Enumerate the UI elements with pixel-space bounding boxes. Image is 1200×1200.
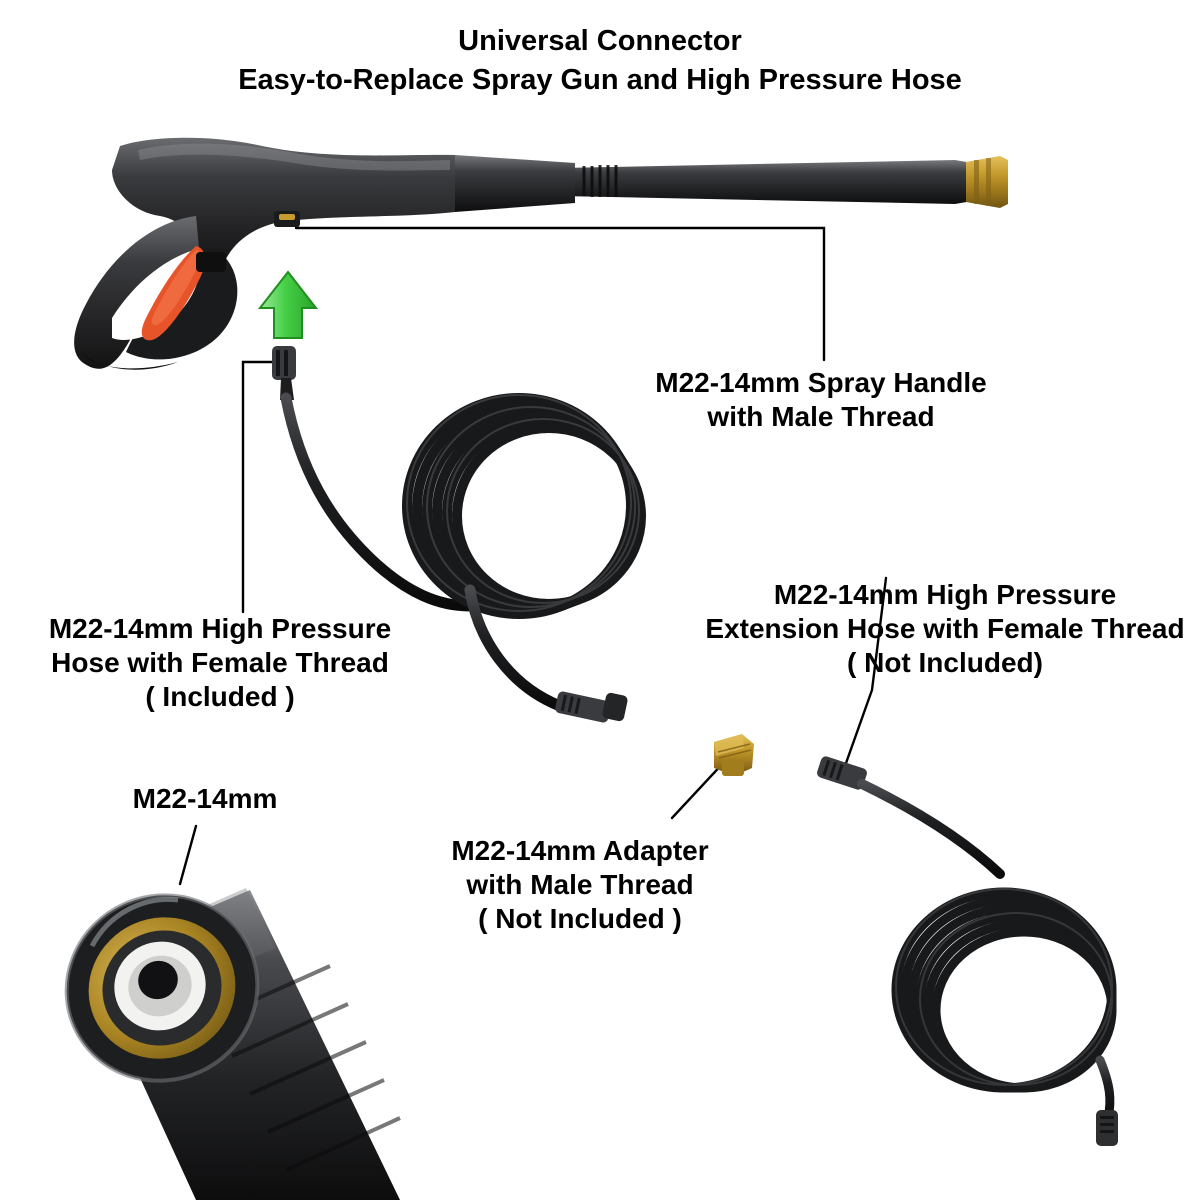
extension-hose: [817, 756, 1118, 1146]
brass-adapter: [714, 734, 754, 776]
extension-hose-fitting: [817, 756, 867, 790]
hose-end-fitting: [555, 691, 628, 723]
connector-closeup: [64, 888, 401, 1200]
label-connector-size: M22-14mm: [132, 783, 278, 814]
included-hose: [272, 346, 646, 723]
callout-leader-lines: [178, 226, 888, 886]
green-up-arrow: [257, 270, 319, 339]
gun-trigger-collar: [274, 211, 300, 227]
spray-gun: [74, 137, 1008, 370]
lance-brass-tip: [966, 156, 1008, 208]
page-title: Universal Connector Easy-to-Replace Spra…: [238, 25, 962, 96]
label-spray-handle: M22-14mm Spray Handle with Male Thread: [655, 367, 987, 433]
label-hose-female: M22-14mm High Pressure Hose with Female …: [48, 613, 392, 713]
hose-female-fitting: [272, 346, 296, 400]
label-extension-hose: M22-14mm High Pressure Extension Hose wi…: [705, 579, 1185, 679]
label-adapter: M22-14mm Adapter with Male Thread ( Not …: [451, 835, 709, 935]
